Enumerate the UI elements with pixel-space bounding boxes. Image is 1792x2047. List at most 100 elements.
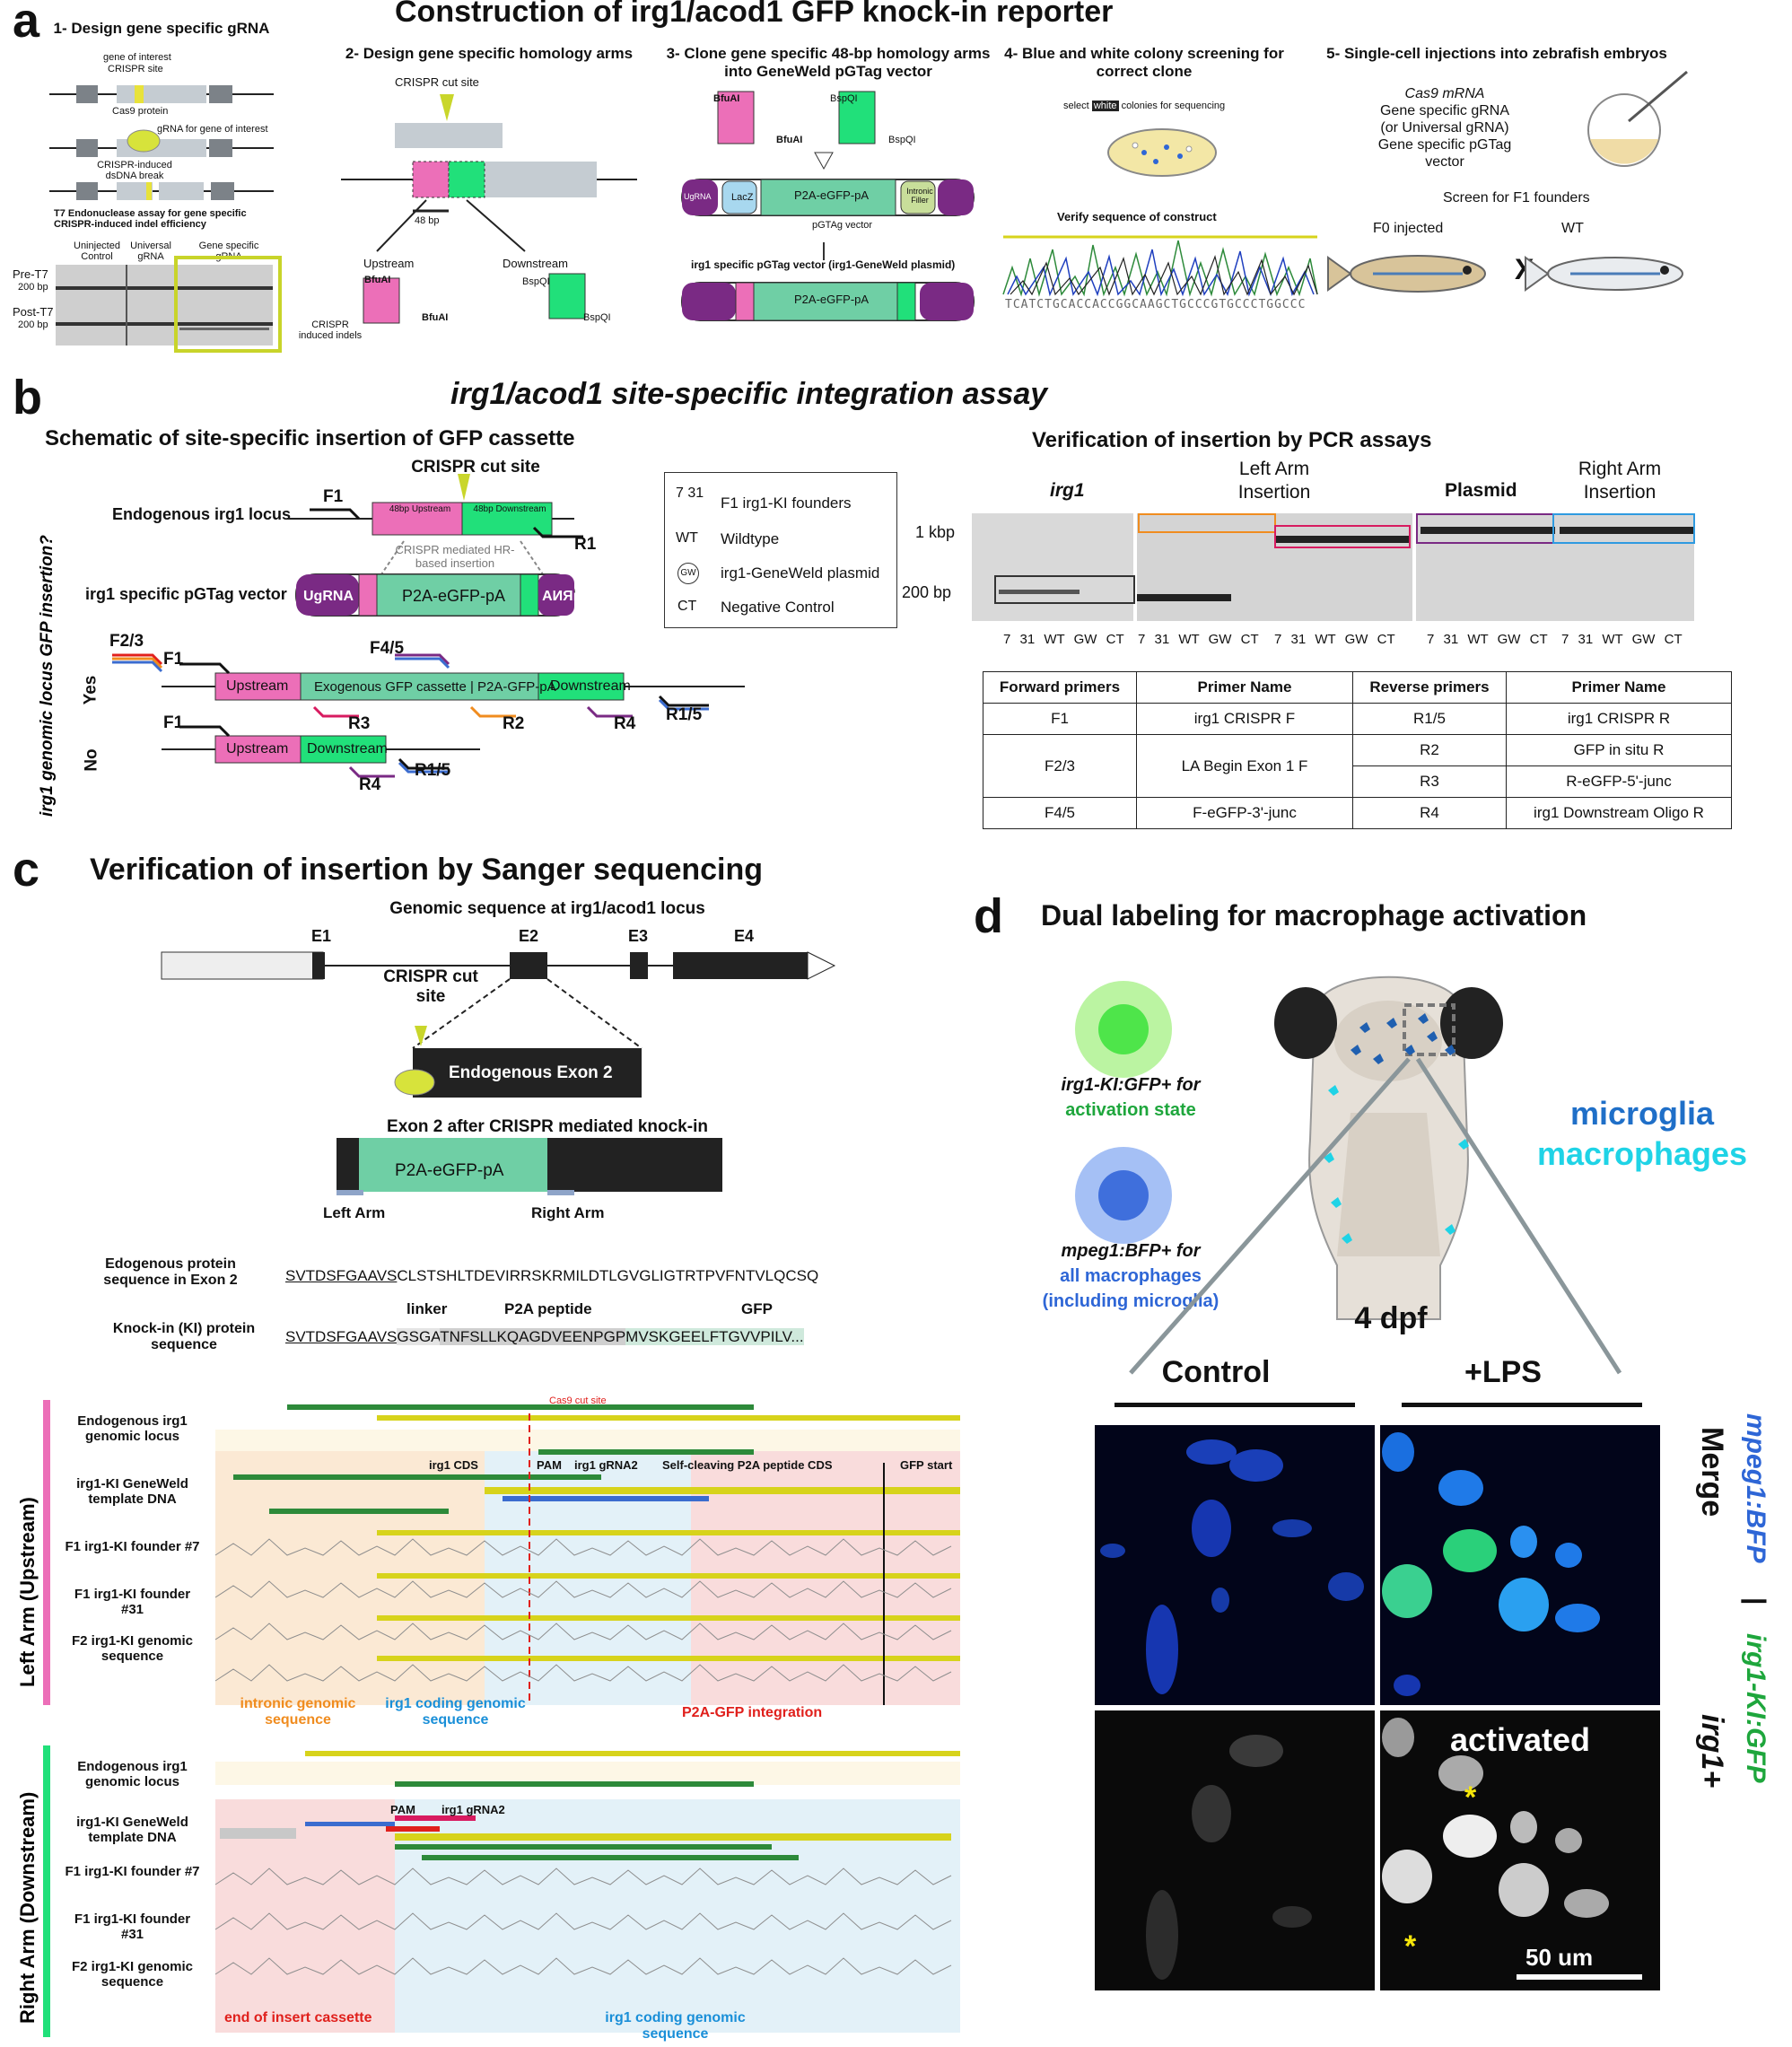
- kbp-marker: 1 kbp: [915, 523, 956, 541]
- table-header: Reverse primers: [1352, 671, 1507, 704]
- control-label: Control: [1161, 1355, 1271, 1389]
- left-side-label: Left Arm (Upstream): [16, 1497, 39, 1687]
- plasmid-label: irg1 specific pGTag vector (irg1-GeneWel…: [691, 258, 956, 271]
- table-cell: irg1 CRISPR F: [1136, 703, 1353, 735]
- blue-label: mpeg1:BFP+ for: [1061, 1241, 1201, 1261]
- left-row-5: F2 irg1-KI genomic sequence: [71, 1633, 194, 1664]
- crispr-site-label: CRISPR site: [108, 64, 163, 74]
- left-arm-alignment: [214, 1395, 960, 1705]
- primer-r4-yes: R4: [614, 714, 636, 733]
- primer-r1-top: R1: [574, 535, 597, 554]
- up48-label: 48bp Upstream: [389, 504, 451, 514]
- annot-intronic: intronic genomic sequence: [240, 1696, 356, 1728]
- lane-ct: CT: [1240, 632, 1259, 647]
- age-label: 4 dpf: [1354, 1301, 1428, 1335]
- lane-wt: WT: [1467, 632, 1489, 647]
- annot-p2a-integration: P2A-GFP integration: [682, 1705, 823, 1720]
- legend-key-wt: WT: [676, 530, 698, 546]
- ugrna-left: UgRNA: [684, 192, 712, 201]
- primer-r3: R3: [348, 714, 371, 733]
- step2-downstream: Downstream: [503, 257, 568, 270]
- lane-uninjected: Uninjected Control: [74, 241, 120, 262]
- endo-exon-label: Endogenous Exon 2: [449, 1063, 613, 1082]
- b-ugrna-left: UgRNA: [303, 589, 354, 604]
- panel-letter-b: b: [13, 371, 42, 424]
- gel-title-plasmid: Plasmid: [1445, 480, 1517, 501]
- side-channel-label: Merge irg1+: [1695, 1427, 1729, 1788]
- control-merge-cells: [1100, 1439, 1364, 1694]
- green-label: irg1-KI:GFP+ for: [1061, 1075, 1201, 1095]
- primer-r15-yes: R1/5: [666, 705, 703, 724]
- right-row-5: F2 irg1-KI genomic sequence: [71, 1959, 194, 1990]
- lps-underline: [1402, 1403, 1642, 1407]
- endo-protein-label: Edogenous protein sequence in Exon 2: [103, 1256, 238, 1288]
- lane-gw: GW: [1344, 632, 1368, 647]
- t7-gel: [56, 265, 273, 346]
- microglia-label: microglia: [1569, 1095, 1715, 1132]
- lane-gw: GW: [1497, 632, 1521, 647]
- control-irg1-cells: [1146, 1735, 1312, 1980]
- ki-p2a: TNFSLLKQAGDVEENPGP: [440, 1328, 626, 1345]
- lane-7: 7: [1003, 632, 1011, 647]
- gfp-label: GFP: [741, 1300, 773, 1317]
- table-cell: R3: [1352, 765, 1507, 798]
- step2-cut-label: CRISPR cut site: [395, 75, 479, 89]
- genomic-locus-ylabel: irg1 genomic locus GFP insertion?: [38, 535, 57, 817]
- gene-of-interest-label: gene of interest: [103, 52, 171, 63]
- table-header: Primer Name: [1506, 671, 1732, 704]
- cas9-label: Cas9 protein: [112, 106, 169, 117]
- lanes-left-2: 7 31 WT GW CT: [1274, 632, 1395, 647]
- step2-bspqi-1: BspQI: [522, 276, 550, 287]
- table-cell: R2: [1352, 734, 1507, 766]
- lanes-right: 7 31 WT GW CT: [1561, 632, 1683, 647]
- petri-dish: [1107, 128, 1217, 177]
- lane-universal: Universal gRNA: [130, 241, 171, 262]
- endo-protein-rest: CLSTSHLTDEVIRRSKRMILDTLGVGLIGTRTPVFNTVLQ…: [397, 1267, 819, 1284]
- table-cell: F1: [983, 703, 1137, 735]
- panel-c-title: Verification of insertion by Sanger sequ…: [90, 853, 764, 887]
- chromatogram-sequence: TCATCTGCACCACCGGCAAGCTGCCCGTGCCCTGGCCC: [1005, 298, 1307, 311]
- lane-31: 31: [1019, 632, 1036, 647]
- step1-gene-diagram: [49, 85, 274, 200]
- step3-bfuai-2: BfuAI: [776, 135, 803, 145]
- legend-text-wt: Wildtype: [721, 530, 780, 547]
- panel-letter-d: d: [974, 889, 1003, 943]
- homology-arm-diagram: [341, 94, 637, 324]
- bp200-marker: 200 bp: [902, 583, 952, 601]
- step5-heading: 5- Single-cell injections into zebrafish…: [1326, 45, 1667, 62]
- scale-bar-label: 50 um: [1525, 1944, 1594, 1971]
- lane-wt: WT: [1602, 632, 1623, 647]
- panel-d-title: Dual labeling for macrophage activation: [1041, 899, 1587, 932]
- left-row-3: F1 irg1-KI founder #7: [65, 1539, 200, 1554]
- left-row-1: Endogenous irg1 genomic locus: [77, 1413, 188, 1444]
- down48-label: 48bp Downstream: [473, 504, 546, 514]
- lane-wt: WT: [1044, 632, 1065, 647]
- mix-vector: Gene specific pGTag vector: [1377, 137, 1512, 170]
- table-cell: R1/5: [1352, 703, 1507, 735]
- wt-label: WT: [1561, 221, 1584, 236]
- lane-7: 7: [1561, 632, 1569, 647]
- primer-f1-yes: F1: [163, 650, 184, 669]
- side-blue: mpeg1:BFP: [1741, 1413, 1770, 1564]
- lane-wt: WT: [1178, 632, 1200, 647]
- endo-protein-seq: SVTDSFGAAVSCLSTSHLTDEVIRRSKRMILDTLGVGLIG…: [285, 1267, 818, 1285]
- annot-coding-left: irg1 coding genomic sequence: [385, 1696, 526, 1728]
- dsdna-label: CRISPR-induced dsDNA break: [97, 160, 172, 181]
- table-row: F2/3 LA Begin Exon 1 F R2 GFP in situ R: [983, 734, 1732, 798]
- ki-u: SVTDSFGAAVS: [285, 1328, 398, 1345]
- right-row-4: F1 irg1-KI founder #31: [74, 1911, 191, 1942]
- pgtag-label: pGTAg vector: [812, 220, 873, 231]
- lane-ct: CT: [1529, 632, 1548, 647]
- primer-r15-no: R1/5: [415, 761, 451, 780]
- hr-label: CRISPR mediated HR-based insertion: [395, 543, 515, 570]
- table-cell: F2/3: [983, 734, 1137, 798]
- ki-gfp: MVSKGEELFTGVVPILV...: [625, 1328, 804, 1345]
- pre-t7-label: Pre-T7: [13, 267, 48, 281]
- table-cell: irg1 CRISPR R: [1506, 703, 1732, 735]
- insertion-schematic: [287, 474, 575, 617]
- grna-label: gRNA for gene of interest: [157, 124, 268, 135]
- exon-e3: E3: [628, 927, 649, 945]
- gel-right-arm-box: [1552, 513, 1695, 544]
- no-downstream: Downstream: [307, 741, 388, 757]
- endogenous-locus-label: Endogenous irg1 locus: [112, 505, 292, 523]
